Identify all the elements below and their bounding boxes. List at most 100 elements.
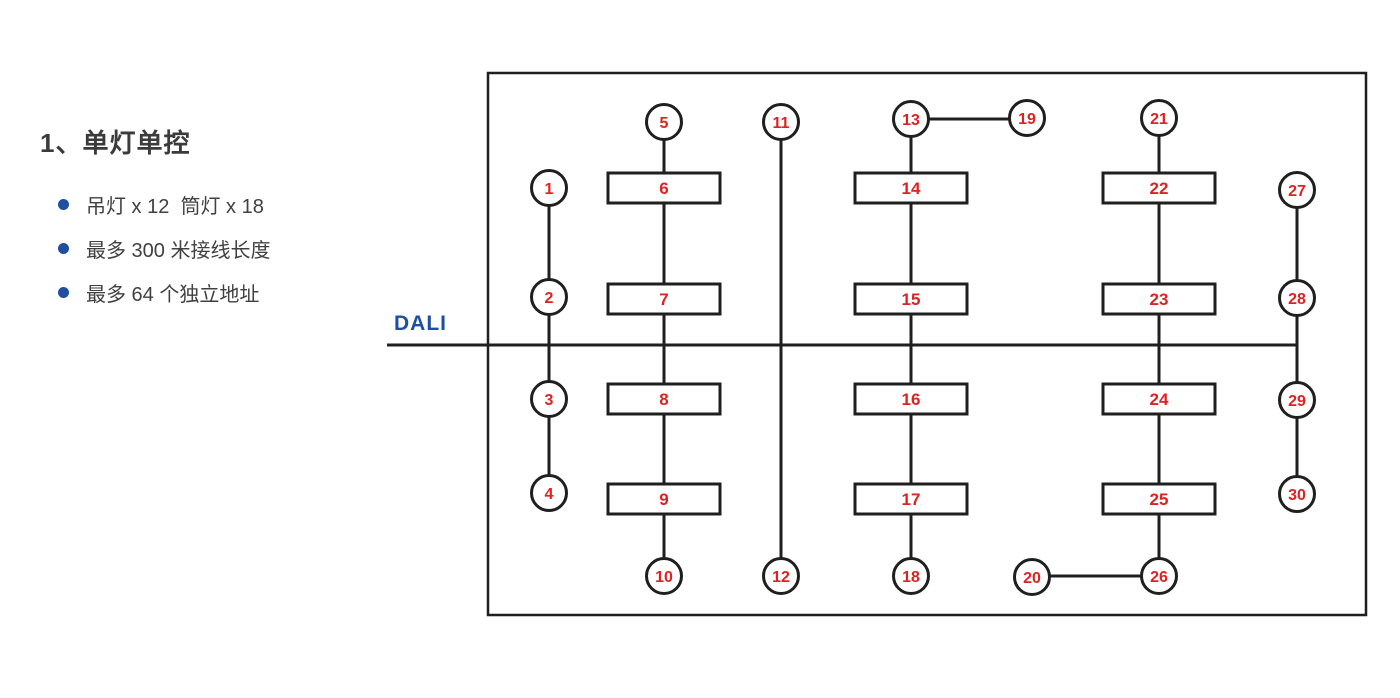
downlight-node-4: 4 — [530, 474, 568, 512]
list-item: 最多 300 米接线长度 — [58, 238, 400, 262]
node-number-label: 26 — [1150, 569, 1168, 586]
pendant-light-shape — [606, 171, 722, 205]
pendant-light-node-14: 14 — [853, 171, 969, 205]
downlight-shape — [1008, 99, 1046, 137]
node-number-label: 24 — [1150, 390, 1169, 409]
downlight-shape — [530, 278, 568, 316]
pendant-light-node-16: 16 — [853, 382, 969, 416]
pendant-light-node-9: 9 — [606, 482, 722, 516]
pendant-light-node-7: 7 — [606, 282, 722, 316]
pendant-light-node-22: 22 — [1101, 171, 1217, 205]
node-number-label: 4 — [545, 486, 554, 503]
pendant-light-shape — [1101, 171, 1217, 205]
node-number-label: 28 — [1288, 291, 1306, 308]
node-number-label: 22 — [1150, 179, 1169, 198]
node-number-label: 13 — [902, 112, 920, 129]
pendant-light-node-17: 17 — [853, 482, 969, 516]
node-number-label: 27 — [1288, 183, 1306, 200]
pendant-light-node-25: 25 — [1101, 482, 1217, 516]
info-panel: 1、单灯单控 吊灯 x 12 筒灯 x 18 最多 300 米接线长度 最多 6… — [40, 123, 400, 326]
node-number-label: 2 — [545, 290, 554, 307]
node-number-label: 20 — [1023, 570, 1041, 587]
node-number-label: 19 — [1018, 111, 1036, 128]
pendant-light-node-23: 23 — [1101, 282, 1217, 316]
downlight-node-21: 21 — [1140, 99, 1178, 137]
downlight-shape — [530, 474, 568, 512]
dali-bus-label: DALI — [394, 312, 447, 335]
node-number-label: 6 — [659, 179, 668, 198]
downlight-node-28: 28 — [1278, 279, 1316, 317]
downlight-node-1: 1 — [530, 169, 568, 207]
node-number-label: 3 — [545, 392, 554, 409]
pendant-light-shape — [853, 171, 969, 205]
list-item: 吊灯 x 12 筒灯 x 18 — [58, 194, 400, 218]
downlight-shape — [1140, 557, 1178, 595]
node-number-label: 11 — [773, 115, 790, 132]
pendant-light-shape — [606, 282, 722, 316]
pendant-light-node-6: 6 — [606, 171, 722, 205]
downlight-node-5: 5 — [645, 103, 683, 141]
bullet-dot-icon — [58, 199, 69, 210]
node-number-label: 17 — [902, 490, 921, 509]
node-number-label: 23 — [1150, 290, 1169, 309]
downlight-shape — [892, 100, 930, 138]
node-number-label: 9 — [659, 490, 668, 509]
downlight-node-2: 2 — [530, 278, 568, 316]
pendant-light-shape — [606, 482, 722, 516]
node-number-label: 10 — [655, 569, 673, 586]
downlight-shape — [1278, 279, 1316, 317]
node-number-label: 8 — [659, 390, 668, 409]
spec-max-addresses: 最多 64 个独立地址 — [86, 284, 260, 306]
bullet-dot-icon — [58, 243, 69, 254]
section-heading: 1、单灯单控 — [40, 128, 191, 158]
node-number-label: 21 — [1150, 111, 1168, 128]
pendant-light-shape — [1101, 482, 1217, 516]
downlight-node-12: 12 — [762, 557, 800, 595]
spec-list: 吊灯 x 12 筒灯 x 18 最多 300 米接线长度 最多 64 个独立地址 — [58, 194, 400, 306]
downlight-shape — [530, 169, 568, 207]
node-number-label: 12 — [772, 569, 790, 586]
downlight-node-29: 29 — [1278, 381, 1316, 419]
pendant-light-node-15: 15 — [853, 282, 969, 316]
node-number-label: 5 — [660, 115, 669, 132]
downlight-shape — [1278, 475, 1316, 513]
bullet-dot-icon — [58, 287, 69, 298]
node-number-label: 18 — [902, 569, 920, 586]
node-number-label: 25 — [1150, 490, 1169, 509]
pendant-light-shape — [853, 382, 969, 416]
downlight-shape — [1140, 99, 1178, 137]
downlight-node-10: 10 — [645, 557, 683, 595]
node-number-label: 30 — [1288, 487, 1306, 504]
downlight-node-11: 11 — [762, 103, 800, 141]
node-number-label: 14 — [902, 179, 921, 198]
node-number-label: 29 — [1288, 393, 1306, 410]
pendant-light-shape — [606, 382, 722, 416]
downlight-shape — [1278, 171, 1316, 209]
spec-lamp-counts: 吊灯 x 12 筒灯 x 18 — [86, 196, 264, 218]
downlight-shape — [1013, 558, 1051, 596]
downlight-shape — [530, 380, 568, 418]
pendant-light-node-8: 8 — [606, 382, 722, 416]
downlight-shape — [762, 557, 800, 595]
pendant-light-shape — [1101, 282, 1217, 316]
pendant-light-shape — [853, 282, 969, 316]
pendant-light-node-24: 24 — [1101, 382, 1217, 416]
downlight-node-20: 20 — [1013, 558, 1051, 596]
downlight-node-13: 13 — [892, 100, 930, 138]
downlight-shape — [1278, 381, 1316, 419]
downlight-node-30: 30 — [1278, 475, 1316, 513]
downlight-node-19: 19 — [1008, 99, 1046, 137]
downlight-shape — [645, 103, 683, 141]
list-item: 最多 64 个独立地址 — [58, 282, 400, 306]
node-number-label: 1 — [545, 181, 554, 198]
downlight-node-26: 26 — [1140, 557, 1178, 595]
downlight-shape — [762, 103, 800, 141]
downlight-node-27: 27 — [1278, 171, 1316, 209]
downlight-node-18: 18 — [892, 557, 930, 595]
pendant-light-shape — [1101, 382, 1217, 416]
pendant-light-shape — [853, 482, 969, 516]
downlight-shape — [892, 557, 930, 595]
node-number-label: 7 — [659, 290, 668, 309]
